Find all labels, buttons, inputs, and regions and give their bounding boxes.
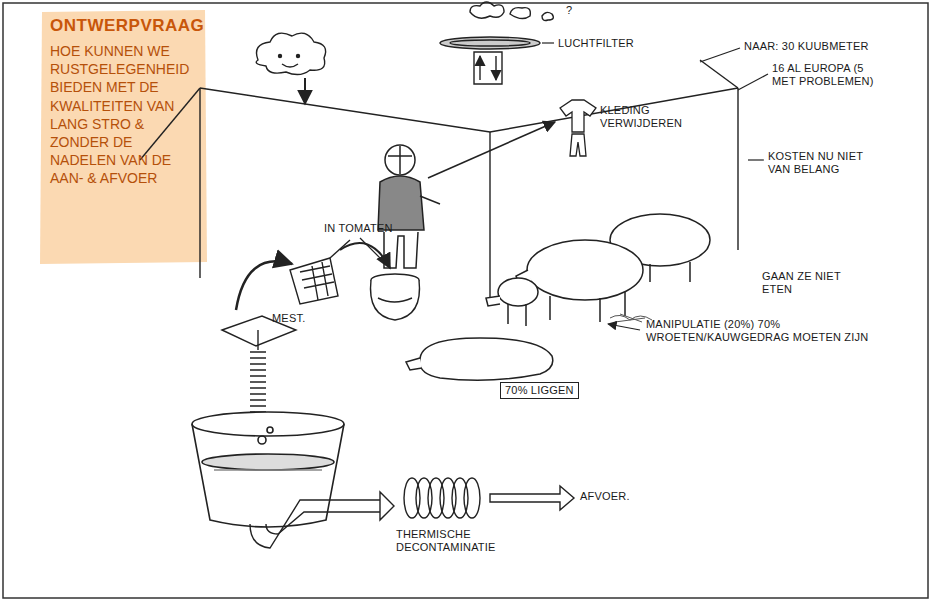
lying-pig [406, 338, 553, 380]
air-filter [440, 2, 553, 84]
leader-line [738, 74, 768, 90]
note: KOSTEN NU NIET VAN BELANG [768, 150, 868, 176]
leader-line [748, 159, 764, 160]
band-heading: ONTWERPVRAAG [50, 16, 200, 36]
person [378, 145, 440, 268]
part-name: THERMISCHE DECONTAMINATIE [396, 528, 516, 554]
part-name: AFVOER. [580, 490, 660, 503]
arrow [304, 78, 306, 104]
note: MANIPULATIE (20%) 70% WROETEN/KAUWGEDRAG… [646, 318, 886, 344]
plate-spring [222, 316, 296, 412]
coil [404, 478, 480, 518]
pigs [486, 214, 710, 326]
question-mark: ? [566, 4, 586, 17]
arrow [340, 243, 390, 268]
part-name: LUCHTFILTER [558, 37, 658, 50]
arrow [236, 261, 292, 310]
question-band: ONTWERPVRAAG HOE KUNNEN WE RUSTGELEGENHEI… [50, 16, 200, 188]
boxed-note: 70% LIGGEN [500, 382, 579, 399]
note: NAAR: 30 KUUBMETER [744, 40, 894, 53]
hose [250, 500, 380, 548]
arrow [380, 492, 394, 520]
leader-line [700, 48, 740, 62]
container [192, 412, 344, 527]
note: IN TOMATEN [324, 222, 414, 235]
note: KLEDING VERWIJDEREN [600, 104, 690, 130]
orange-band [40, 10, 207, 264]
jar [371, 274, 420, 320]
arrow [428, 122, 555, 178]
band-text: HOE KUNNEN WE RUSTGELEGENHEID BIEDEN MET… [50, 42, 200, 188]
arrow [608, 324, 640, 330]
cloud [256, 33, 325, 74]
frame [3, 3, 928, 598]
leader-line [360, 238, 380, 258]
note: 16 AL EUROPA (5 MET PROBLEMEN) [772, 62, 882, 88]
room-outline [140, 60, 738, 300]
part-name: MEST. [272, 312, 322, 325]
leader-line [542, 42, 554, 43]
note: GAAN ZE NIET ETEN [762, 270, 842, 296]
arrow [490, 486, 574, 510]
straw [610, 314, 652, 322]
clothing [560, 100, 596, 156]
